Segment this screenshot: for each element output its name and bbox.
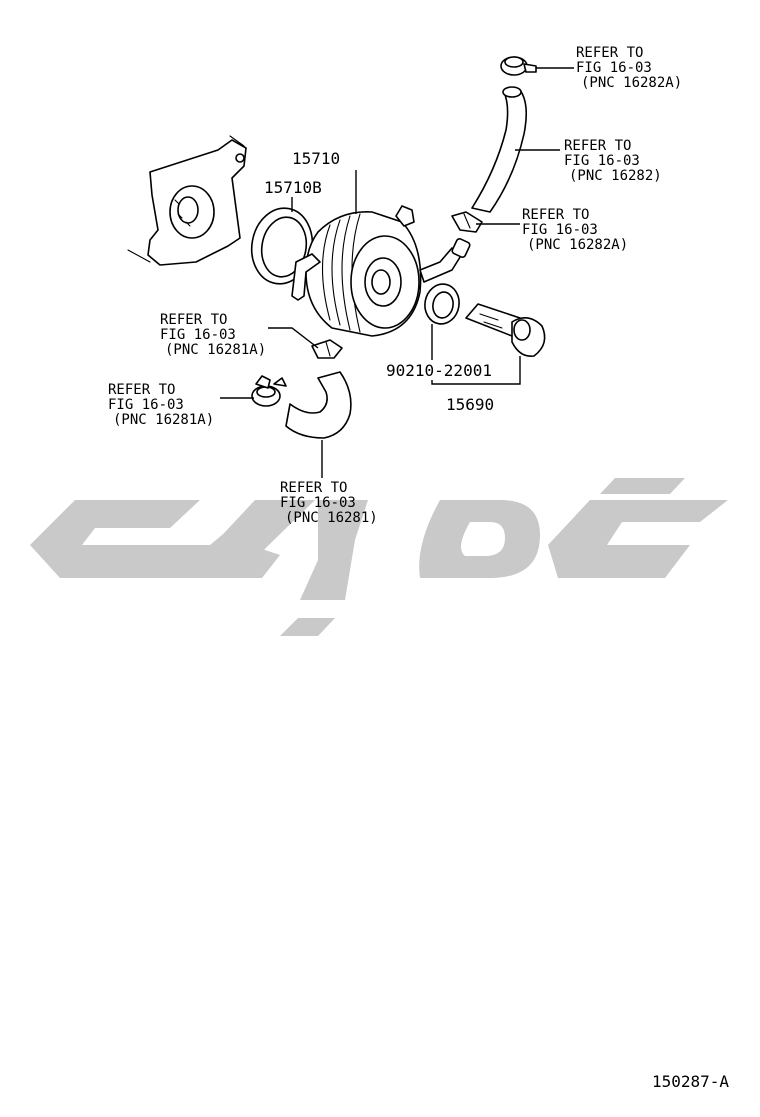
part-number-gasket: 15710B bbox=[264, 178, 322, 197]
svg-text:REFER TO: REFER TO bbox=[108, 382, 175, 398]
svg-text:REFER TO: REFER TO bbox=[576, 45, 643, 61]
callout-hose-upper: REFER TO FIG 16-03 (PNC 16282) bbox=[564, 138, 662, 184]
svg-text:FIG 16-03: FIG 16-03 bbox=[160, 327, 236, 343]
left-clamp-upper bbox=[311, 339, 343, 359]
svg-text:(PNC 16281A): (PNC 16281A) bbox=[165, 342, 266, 358]
svg-text:REFER TO: REFER TO bbox=[280, 480, 347, 496]
svg-text:(PNC 16282A): (PNC 16282A) bbox=[527, 237, 628, 253]
part-number-union-bolt: 15690 bbox=[446, 395, 494, 414]
svg-text:REFER TO: REFER TO bbox=[160, 312, 227, 328]
upper-hose bbox=[471, 86, 528, 213]
mounting-bracket bbox=[127, 135, 247, 266]
callout-clamp-left-a: REFER TO FIG 16-03 (PNC 16281A) bbox=[160, 312, 266, 358]
oil-cooler bbox=[291, 205, 471, 337]
callout-top-right-a: REFER TO FIG 16-03 (PNC 16282A) bbox=[576, 45, 682, 91]
svg-text:(PNC 16282): (PNC 16282) bbox=[569, 168, 662, 184]
part-number-washer: 90210-22001 bbox=[386, 361, 492, 380]
mid-clamp bbox=[451, 211, 483, 233]
top-clamp bbox=[500, 56, 537, 76]
svg-text:(PNC 16281A): (PNC 16281A) bbox=[113, 412, 214, 428]
svg-text:FIG 16-03: FIG 16-03 bbox=[522, 222, 598, 238]
part-number-oil-cooler: 15710 bbox=[292, 149, 340, 168]
gasket-ring bbox=[250, 207, 314, 285]
svg-text:(PNC 16281): (PNC 16281) bbox=[285, 510, 378, 526]
svg-text:(PNC 16282A): (PNC 16282A) bbox=[581, 75, 682, 91]
watermark-logo bbox=[30, 478, 728, 636]
svg-text:REFER TO: REFER TO bbox=[564, 138, 631, 154]
left-clamp-lower bbox=[251, 375, 287, 407]
callout-clamp-mid: REFER TO FIG 16-03 (PNC 16282A) bbox=[522, 207, 628, 253]
callout-hose-lower: REFER TO FIG 16-03 (PNC 16281) bbox=[280, 480, 378, 526]
union-bolt bbox=[465, 303, 546, 358]
svg-text:REFER TO: REFER TO bbox=[522, 207, 589, 223]
svg-text:FIG 16-03: FIG 16-03 bbox=[280, 495, 356, 511]
washer bbox=[424, 283, 460, 325]
leader-lines bbox=[220, 67, 574, 478]
svg-text:FIG 16-03: FIG 16-03 bbox=[108, 397, 184, 413]
diagram-code: 150287-A bbox=[652, 1072, 729, 1091]
callout-clamp-left-b: REFER TO FIG 16-03 (PNC 16281A) bbox=[108, 382, 214, 428]
lower-hose bbox=[285, 371, 352, 439]
svg-text:FIG 16-03: FIG 16-03 bbox=[576, 60, 652, 76]
svg-text:FIG 16-03: FIG 16-03 bbox=[564, 153, 640, 169]
